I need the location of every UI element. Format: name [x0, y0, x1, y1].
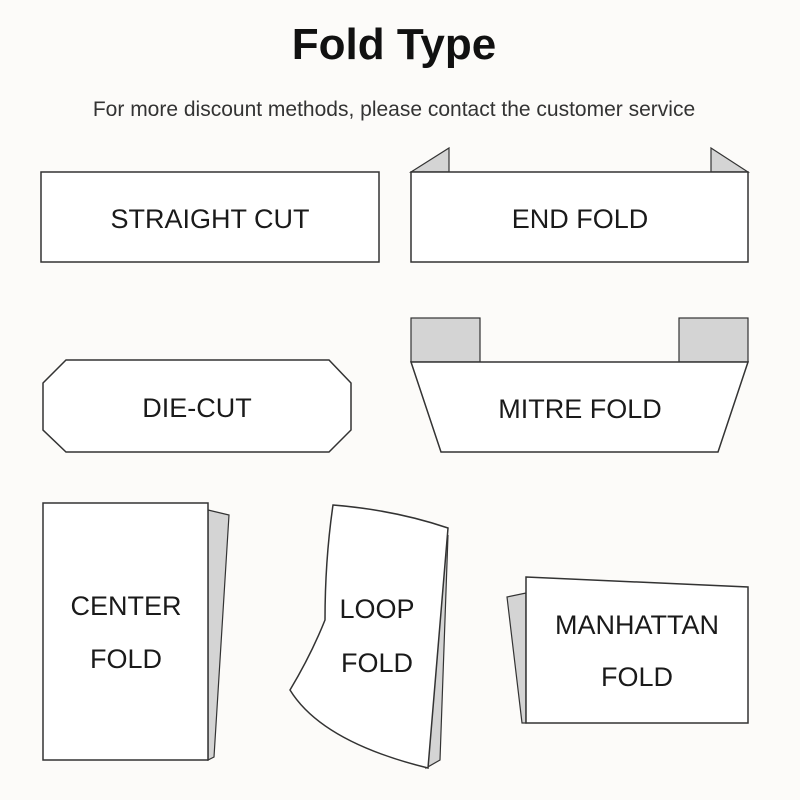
loop-fold-text-line1: LOOP	[339, 594, 414, 624]
end-fold-left-flap	[408, 146, 450, 173]
loop-fold-shape	[289, 504, 449, 769]
end-fold-shape	[410, 171, 749, 263]
manhattan-fold-text-line2: FOLD	[601, 662, 673, 692]
die-cut-text: DIE-CUT	[142, 393, 252, 423]
mitre-fold-label: MITRE FOLD	[409, 317, 750, 453]
page-title: Fold Type	[291, 20, 497, 69]
manhattan-fold-shape	[525, 576, 749, 724]
center-fold-back-layer	[207, 509, 230, 761]
center-fold-shape	[42, 502, 209, 761]
die-cut-label: DIE-CUT	[42, 359, 352, 453]
manhattan-fold-label: MANHATTAN FOLD	[506, 576, 749, 724]
mitre-fold-right-tab	[678, 317, 749, 363]
manhattan-fold-back-layer	[506, 592, 527, 724]
manhattan-fold-text-line1: MANHATTAN	[555, 610, 719, 640]
straight-cut-shape	[40, 171, 380, 263]
end-fold-right-flap	[710, 146, 751, 173]
straight-cut-text: STRAIGHT CUT	[110, 204, 309, 234]
end-fold-label: END FOLD	[408, 146, 751, 263]
loop-fold-label: LOOP FOLD	[289, 504, 449, 770]
mitre-fold-left-tab	[410, 317, 481, 363]
mitre-fold-shape	[409, 361, 750, 453]
end-fold-text: END FOLD	[512, 204, 649, 234]
center-fold-text-line2: FOLD	[90, 644, 162, 674]
center-fold-text-line1: CENTER	[70, 591, 181, 621]
straight-cut-label: STRAIGHT CUT	[40, 171, 380, 263]
center-fold-label: CENTER FOLD	[42, 502, 230, 761]
loop-fold-text-line2: FOLD	[341, 648, 413, 678]
mitre-fold-text: MITRE FOLD	[498, 394, 662, 424]
page-subtitle: For more discount methods, please contac…	[92, 98, 696, 121]
die-cut-shape	[42, 359, 352, 453]
